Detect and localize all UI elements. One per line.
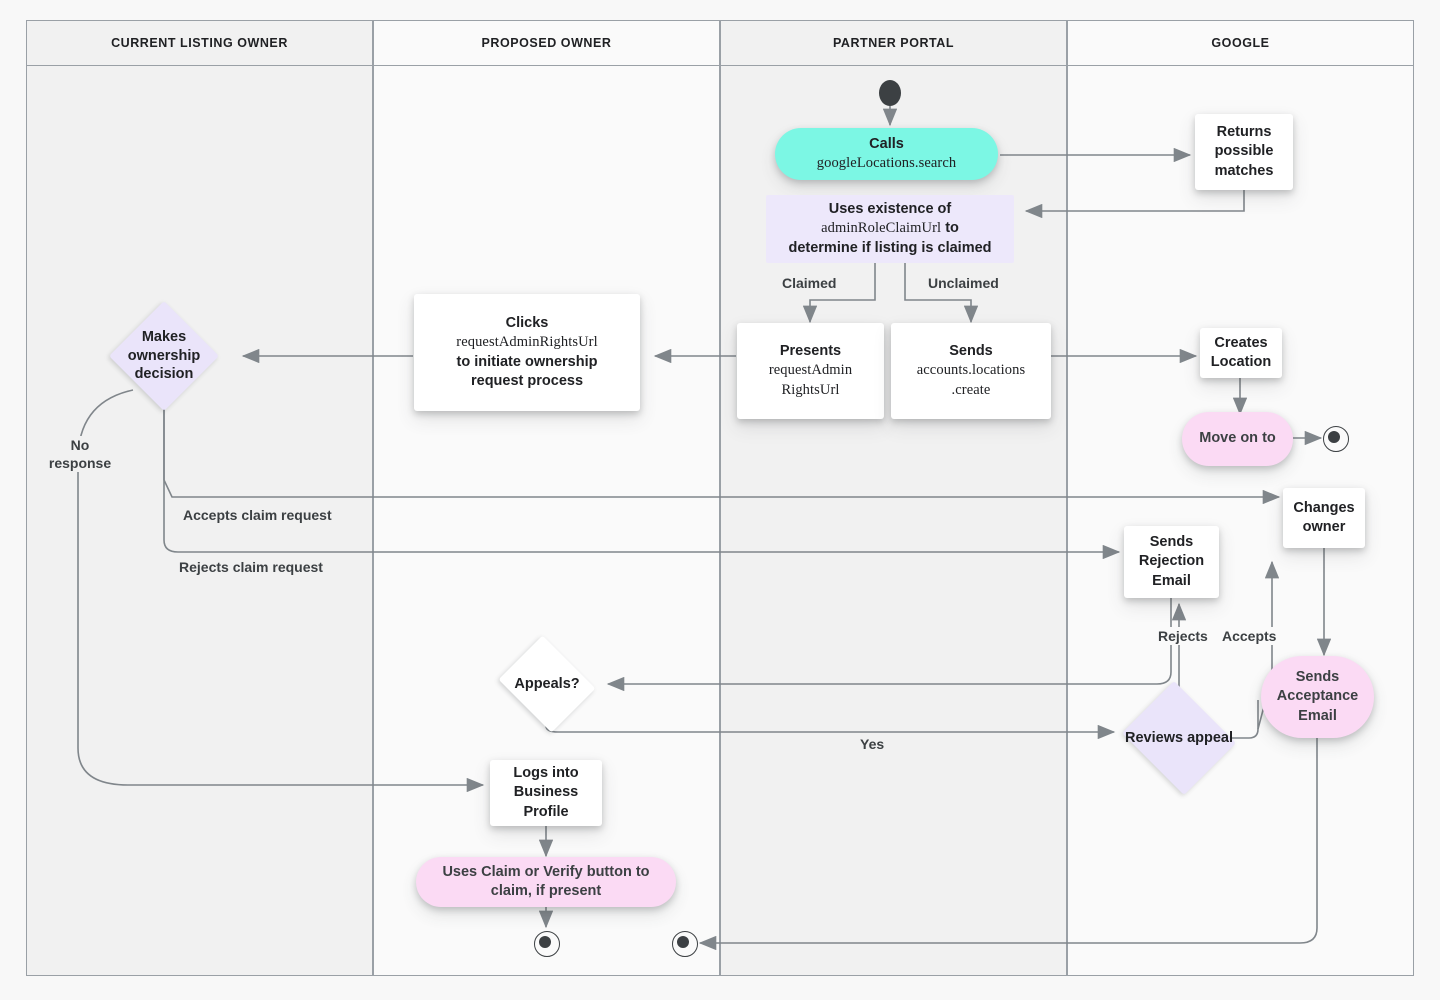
end-node-google (1323, 426, 1349, 452)
end-node-proposed-owner-accepted (672, 931, 698, 957)
node-text: Appeals? (514, 675, 580, 692)
node-line-3-code: RightsUrl (781, 381, 840, 398)
node-line-2-tail: to (941, 220, 959, 237)
node-line-4: request process (470, 372, 584, 389)
node-line-1: Clicks (505, 314, 549, 331)
edge-label-accepts: Accepts (1219, 627, 1280, 646)
node-text: Returns possible matches (1214, 123, 1274, 179)
node-text: Uses Claim or Verify button to claim, if… (442, 863, 650, 899)
edge-label-yes: Yes (857, 735, 888, 754)
node-line-3-code: .create (951, 381, 991, 398)
node-move-on-to[interactable]: Move on to (1182, 412, 1293, 466)
node-text: Makes ownership decision (127, 328, 201, 383)
node-uses-existence-of-admin-role-claim-url[interactable]: Uses existence of adminRoleClaimUrl to d… (766, 195, 1014, 263)
node-text: Reviews appeal (1125, 729, 1233, 746)
edge-label-rejects-claim-request: Rejects claim request (176, 558, 326, 577)
node-calls-google-locations-search[interactable]: Calls googleLocations.search (775, 128, 998, 180)
node-line-2-code: googleLocations.search (816, 155, 957, 171)
node-logs-into-business-profile[interactable]: Logs into Business Profile (490, 760, 602, 826)
lane-header-partner-portal: PARTNER PORTAL (720, 20, 1067, 66)
lane-header-label: PARTNER PORTAL (832, 36, 955, 50)
node-creates-location[interactable]: Creates Location (1200, 328, 1282, 378)
node-line-2-code: requestAdmin (768, 362, 853, 379)
node-text: Logs into Business Profile (513, 764, 579, 820)
node-reviews-appeal[interactable]: Reviews appeal (1117, 681, 1241, 795)
lane-body-proposed-owner (373, 66, 720, 976)
start-node (879, 80, 901, 106)
node-line-1: Sends (949, 342, 993, 359)
node-sends-accounts-locations-create[interactable]: Sends accounts.locations .create (891, 323, 1051, 419)
node-sends-acceptance-email[interactable]: Sends Acceptance Email (1261, 656, 1374, 738)
node-line-2: adminRoleClaimUrl to (821, 219, 959, 238)
node-text: Changes owner (1293, 499, 1355, 535)
node-uses-claim-or-verify-button[interactable]: Uses Claim or Verify button to claim, if… (416, 857, 676, 907)
node-presents-request-admin-rights-url[interactable]: Presents requestAdmin RightsUrl (737, 323, 884, 419)
edge-label-no-response: No response (42, 436, 118, 473)
node-text: Sends Rejection Email (1138, 533, 1205, 589)
node-line-3: determine if listing is claimed (788, 239, 992, 256)
lane-header-label: GOOGLE (1211, 36, 1270, 50)
node-text: Sends Acceptance Email (1276, 668, 1359, 724)
end-node-proposed-owner-claim (534, 931, 560, 957)
node-sends-rejection-email[interactable]: Sends Rejection Email (1124, 526, 1219, 598)
lane-header-google: GOOGLE (1067, 20, 1414, 66)
node-returns-possible-matches[interactable]: Returns possible matches (1195, 114, 1293, 190)
node-code-admin-role-claim-url: adminRoleClaimUrl (821, 220, 942, 237)
edge-label-accepts-claim-request: Accepts claim request (180, 506, 335, 525)
edge-label-rejects: Rejects (1155, 627, 1211, 646)
node-line-3: to initiate ownership (456, 353, 598, 370)
edge-label-claimed: Claimed (779, 274, 840, 293)
node-clicks-request-admin-rights-url[interactable]: Clicks requestAdminRightsUrl to initiate… (414, 294, 640, 411)
lane-header-label: PROPOSED OWNER (481, 36, 612, 50)
node-makes-ownership-decision[interactable]: Makes ownership decision (109, 301, 219, 411)
node-line-2-code: accounts.locations (916, 362, 1026, 379)
lane-header-current-listing-owner: CURRENT LISTING OWNER (26, 20, 373, 66)
node-appeals-decision[interactable]: Appeals? (494, 635, 600, 733)
edge-label-unclaimed: Unclaimed (925, 274, 1002, 293)
node-changes-owner[interactable]: Changes owner (1283, 488, 1365, 548)
node-text: Move on to (1199, 430, 1276, 447)
node-line-2-code: requestAdminRightsUrl (456, 334, 598, 351)
lane-header-label: CURRENT LISTING OWNER (111, 36, 288, 50)
lane-header-proposed-owner: PROPOSED OWNER (373, 20, 720, 66)
node-line-1: Calls (869, 135, 904, 152)
node-line-1: Presents (779, 342, 842, 359)
node-line-1: Uses existence of (828, 200, 952, 217)
node-text: Creates Location (1210, 334, 1272, 370)
